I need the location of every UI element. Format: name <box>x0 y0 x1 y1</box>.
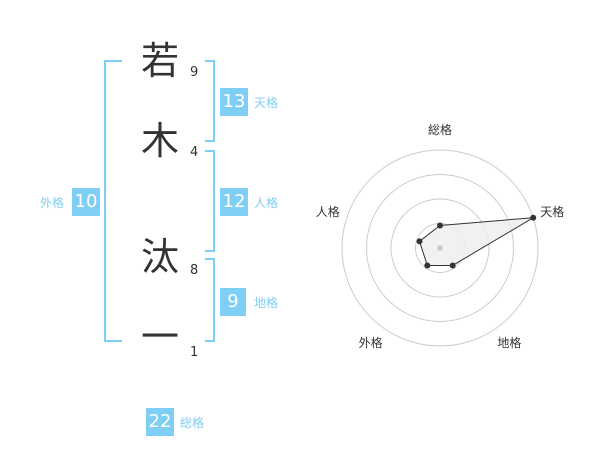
chikaku-bracket <box>205 258 215 342</box>
radar-axis-label-2: 天格 <box>540 204 565 219</box>
jinkaku-value: 12 <box>220 188 248 216</box>
jinkaku-bracket <box>205 150 215 252</box>
tenkaku-label: 天格 <box>254 96 279 110</box>
chikaku-label: 地格 <box>254 296 279 310</box>
chikaku-value: 9 <box>220 288 246 316</box>
gaikaku-value: 10 <box>72 188 100 216</box>
soukaku-value: 22 <box>146 408 174 436</box>
soukaku-label: 総格 <box>180 416 205 430</box>
name-char-3: 汰 <box>140 235 179 279</box>
tenkaku-bracket <box>205 60 215 142</box>
stroke-count-2: 4 <box>190 145 199 160</box>
radar-axis-label-3: 地格 <box>497 336 522 351</box>
radar-ring <box>390 198 490 298</box>
stroke-count-3: 8 <box>190 263 199 278</box>
radar-point-3 <box>449 262 456 269</box>
gaikaku-bracket <box>104 60 122 342</box>
radar-point-5 <box>416 238 423 245</box>
name-char-2: 木 <box>140 119 179 163</box>
name-char-4: 一 <box>140 315 179 359</box>
tenkaku-value: 13 <box>220 88 248 116</box>
gaikaku-label: 外格 <box>40 196 65 210</box>
radar-point-4 <box>424 262 431 269</box>
radar-axis-label-4: 外格 <box>358 336 383 351</box>
name-char-1: 若 <box>140 39 179 83</box>
radar-axis-label-1: 総格 <box>427 123 453 137</box>
jinkaku-label: 人格 <box>254 196 279 210</box>
radar-ring <box>366 174 514 322</box>
radar-center-point <box>437 245 443 251</box>
radar-polygon <box>418 217 534 266</box>
radar-ring <box>341 149 539 347</box>
radar-point-2 <box>530 214 537 221</box>
stroke-count-4: 1 <box>190 345 199 360</box>
stroke-count-1: 9 <box>190 65 199 80</box>
radar-point-1 <box>437 222 443 229</box>
radar-axis-label-5: 人格 <box>315 204 340 219</box>
